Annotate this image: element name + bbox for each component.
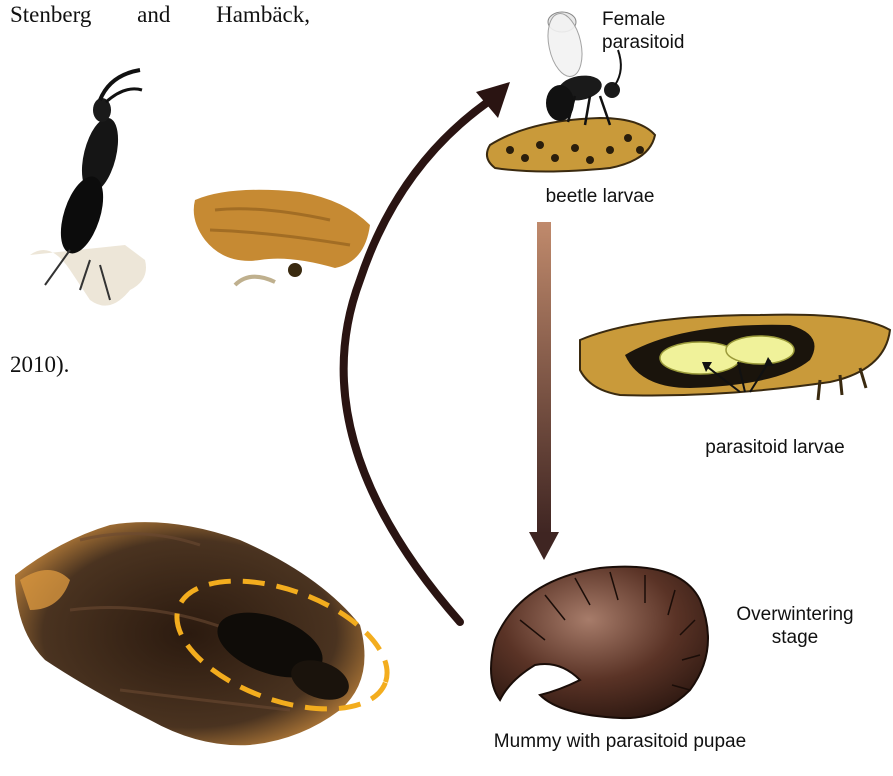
label-mummy-with-pupae: Mummy with parasitoid pupae [490,730,750,753]
mummy-photo [15,522,404,745]
wasp-specimen-photo [30,70,146,306]
label-beetle-larvae: beetle larvae [520,185,680,208]
larva-cross-section-illustration [580,315,890,400]
cycle-arrow [344,82,510,622]
label-female-parasitoid: Female parasitoid [602,8,712,54]
larva-remains-photo [194,190,370,285]
development-arrow [529,222,559,560]
label-overwintering-stage: Overwintering stage [715,603,875,649]
mummy-illustration [491,567,708,718]
label-parasitoid-larvae: parasitoid larvae [680,436,870,459]
